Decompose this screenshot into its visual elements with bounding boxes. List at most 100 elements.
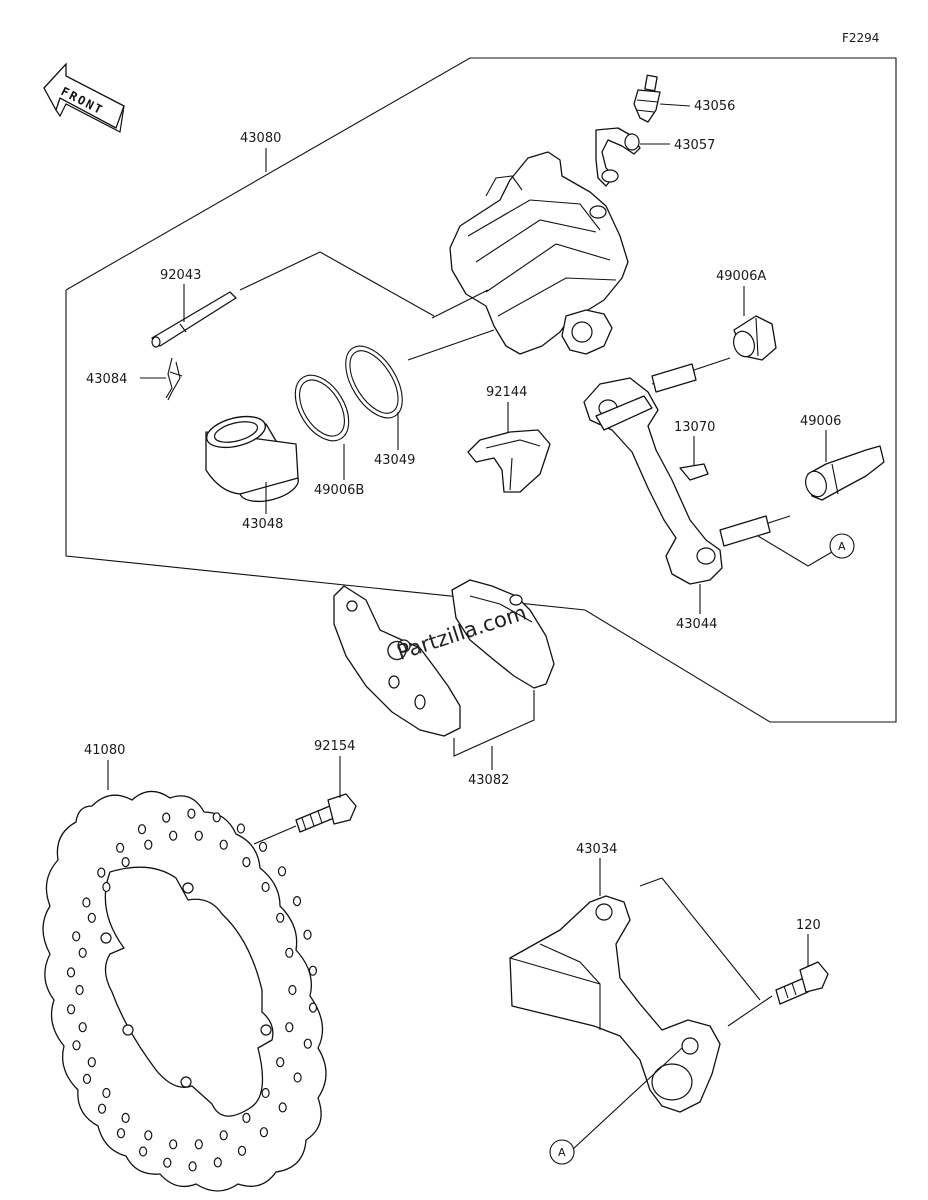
label-92043[interactable]: 92043: [160, 268, 201, 283]
disc-hole: [276, 1057, 285, 1068]
disc-hole: [139, 1146, 148, 1157]
disc-hole: [97, 867, 106, 878]
label-92154[interactable]: 92154: [314, 739, 355, 754]
disc-hole: [87, 1057, 96, 1068]
caliper-mount-bracket: [509, 877, 773, 1113]
leader-callout-A-bottom: [571, 1047, 683, 1151]
label-43034[interactable]: 43034: [576, 842, 617, 857]
disc-hole: [303, 929, 312, 940]
svg-text:A: A: [838, 540, 846, 553]
disc-hole: [219, 839, 228, 850]
disc-hole: [66, 1004, 76, 1015]
caliper-bracket: [583, 357, 791, 585]
disc-hole: [212, 812, 221, 823]
piston-seal: [345, 345, 403, 419]
label-49006A[interactable]: 49006A: [716, 269, 766, 284]
leader-43056: [659, 103, 691, 107]
bleeder-valve: [633, 74, 661, 123]
disc-hole: [169, 830, 178, 841]
disc-hole: [82, 1073, 92, 1085]
piston: [205, 415, 299, 503]
disc-hole: [276, 912, 285, 923]
front-arrow-icon: FRONT: [43, 62, 125, 133]
brake-disc: [42, 790, 327, 1192]
callout-a-bottom: A: [549, 1139, 575, 1165]
disc-hole: [78, 947, 87, 958]
disc-vent-holes: [66, 808, 318, 1172]
disc-hole: [116, 1128, 126, 1139]
disc-hole: [72, 1040, 81, 1051]
label-43080[interactable]: 43080: [240, 131, 281, 146]
disc-hole: [292, 895, 302, 907]
disc-hole: [261, 1087, 270, 1099]
caliper-assembly-outline: [65, 57, 897, 723]
label-49006[interactable]: 49006: [800, 414, 841, 429]
label-43056[interactable]: 43056: [694, 99, 735, 114]
disc-hole: [194, 830, 203, 841]
disc-hole: [144, 839, 153, 850]
disc-hole: [285, 947, 294, 958]
leader-43082-bracket: [453, 690, 535, 757]
svg-text:A: A: [558, 1146, 566, 1159]
disc-hole: [78, 1022, 87, 1033]
disc-hole: [66, 967, 76, 978]
copyright-icon: [387, 640, 407, 661]
disc-hole: [242, 856, 251, 868]
disc-hole: [194, 1139, 203, 1150]
disc-hole: [87, 912, 96, 923]
boot-49006A: [733, 315, 777, 361]
disc-hole: [237, 1145, 247, 1156]
label-43044[interactable]: 43044: [676, 617, 717, 632]
label-43049[interactable]: 43049: [374, 453, 415, 468]
label-43084[interactable]: 43084: [86, 372, 127, 387]
pin-axis-line: [319, 251, 435, 317]
disc-hole: [242, 1112, 251, 1124]
label-92144[interactable]: 92144: [486, 385, 527, 400]
disc-hole: [293, 1072, 302, 1083]
disc-hole: [162, 812, 171, 823]
disc-hole: [144, 1130, 153, 1141]
disc-hole: [169, 1139, 178, 1150]
brake-pad-right: [451, 579, 555, 689]
disc-hole: [236, 823, 245, 834]
disc-hole: [102, 881, 111, 893]
label-13070[interactable]: 13070: [674, 420, 715, 435]
label-43057[interactable]: 43057: [674, 138, 715, 153]
r-clip: [165, 357, 183, 401]
bleeder-cap: [595, 127, 641, 187]
dust-seal: [294, 374, 350, 442]
label-120[interactable]: 120: [796, 918, 821, 933]
callout-a-top: A: [829, 533, 855, 559]
disc-hole: [277, 866, 287, 877]
disc-hole: [259, 1127, 268, 1138]
disc-hole: [303, 1038, 312, 1049]
disc-hole: [308, 1002, 318, 1013]
label-43082[interactable]: 43082: [468, 773, 509, 788]
disc-hole: [72, 931, 81, 942]
disc-hole: [278, 1102, 287, 1113]
bracket-bolt: [775, 961, 829, 1005]
label-49006B[interactable]: 49006B: [314, 483, 364, 498]
label-43048[interactable]: 43048: [242, 517, 283, 532]
label-41080[interactable]: 41080: [84, 743, 125, 758]
disc-hole: [121, 1112, 130, 1124]
caliper-pin: [151, 251, 321, 348]
disc-hole: [102, 1087, 111, 1099]
disc-hole: [258, 841, 268, 852]
figure-code: F2294: [842, 31, 879, 45]
disc-hole: [163, 1157, 172, 1168]
disc-hole: [82, 897, 91, 908]
caliper-body: [407, 151, 629, 361]
disc-hole: [97, 1103, 107, 1114]
disc-hole: [75, 984, 84, 996]
disc-hole: [137, 824, 147, 835]
disc-hole: [261, 881, 270, 893]
boot-49006: [805, 445, 885, 501]
pad-shim: [679, 463, 709, 481]
part-labels: 43080 43056 43057 92043 43084 49006A 921…: [84, 99, 841, 933]
disc-bolt: [253, 793, 357, 845]
disc-hole: [285, 1022, 294, 1033]
disc-hole: [187, 808, 196, 819]
